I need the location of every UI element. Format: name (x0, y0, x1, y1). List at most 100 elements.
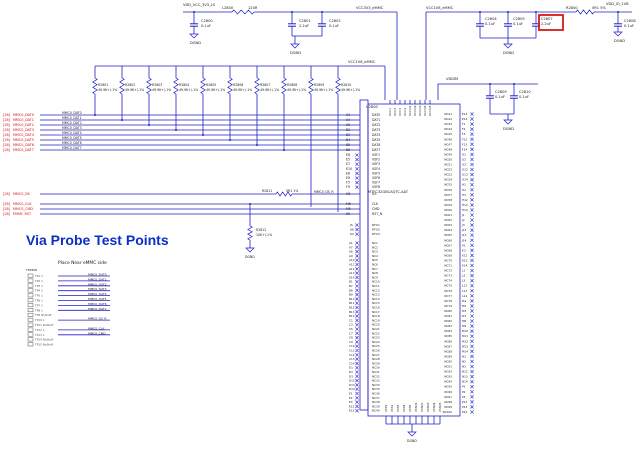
pin-number: H1 (462, 183, 466, 187)
pin-signal: NC11 (372, 284, 380, 288)
no-connect-mark (355, 361, 359, 366)
r2811-ref: R2811 (262, 189, 272, 193)
ic-top-pin: VCC3 (398, 108, 402, 116)
c2807-value: 2.2uF (541, 22, 551, 26)
pin-number: B3 (346, 133, 350, 137)
pin-number: M14 (462, 349, 468, 353)
pin-number: E7 (346, 162, 350, 166)
pin-number: F5 (346, 181, 350, 185)
pin-number: F13 (462, 142, 467, 146)
test-point-pad (27, 317, 34, 322)
pin-signal: NC33 (372, 379, 380, 383)
pin-signal: NC70 (444, 258, 452, 262)
pin-signal: NC97 (444, 395, 452, 399)
pin-number: J2 (461, 218, 465, 222)
c2802-value: 0.1uF (329, 24, 339, 28)
ic-top-pin: VCCQ5 (428, 105, 432, 116)
test-point-label: TP13 1 (34, 333, 45, 337)
pin-signal: NC7 (372, 267, 378, 271)
pin-signal: NC19 (372, 318, 380, 322)
junction-dot (617, 11, 619, 13)
no-connect-mark (470, 263, 474, 268)
no-connect-mark (470, 132, 474, 137)
pin-number: C12 (349, 353, 355, 357)
net-vcc-right: VCC1V8_eMMC (426, 6, 454, 10)
pin-number: A9 (349, 254, 353, 258)
no-connect-mark (470, 304, 474, 308)
test-point-pad (27, 303, 34, 308)
via-probe-heading: Via Probe Test Points (26, 232, 169, 248)
junction-dot (283, 149, 285, 151)
pin-signal: NC91 (444, 365, 452, 369)
pin-number: N2 (462, 359, 466, 363)
no-connect-mark (355, 227, 359, 232)
pin-signal: NC43 (444, 122, 452, 126)
pin-number: L12 (462, 284, 467, 288)
pin-signal: NC27 (372, 353, 380, 357)
pin-number: C8 (349, 336, 353, 340)
no-connect-mark (470, 299, 474, 303)
pin-number: J13 (461, 233, 467, 237)
test-point-pad (27, 327, 34, 332)
test-point-label: TP10 1 (34, 318, 45, 322)
pin-number: K12 (462, 253, 468, 257)
pin-number: J5 (349, 223, 353, 227)
c2804-ref: C2804 (485, 17, 497, 21)
net-name: MMC0_DAT7 (62, 146, 82, 150)
no-connect-mark (470, 238, 474, 243)
no-connect-mark (355, 314, 359, 318)
net-vdd-vcc-left: VDD_VCC_3V3_LS (183, 3, 216, 7)
pin-signal: NC44 (444, 127, 452, 131)
ground-symbol (290, 43, 300, 49)
pin-signal: NC98 (444, 400, 452, 404)
junction-dot (507, 11, 509, 13)
pin-number: M2 (462, 304, 466, 308)
no-connect-mark (470, 273, 474, 278)
test-point-net: MMC0_DAT4 (88, 292, 107, 296)
pin-number: C9 (349, 340, 353, 344)
c2802-ref: C2802 (329, 19, 341, 23)
pin-number: A13 (349, 271, 355, 275)
pin-number: C14 (349, 361, 355, 365)
pin-number: B12 (349, 306, 355, 310)
no-connect-mark (355, 297, 359, 301)
l2800-value: 120R (248, 6, 258, 10)
pin-number: C13 (349, 357, 355, 361)
pin-number: B11 (349, 301, 355, 305)
c2801-ref: C2801 (299, 19, 311, 23)
test-point-pad (27, 308, 34, 312)
pin-signal: NC20 (372, 323, 380, 327)
no-connect-mark (355, 387, 359, 392)
pin-number: C7 (349, 331, 353, 335)
no-connect-mark (355, 318, 359, 323)
pullup-resistor-10 (335, 77, 341, 95)
pin-signal: NC15 (372, 301, 380, 305)
no-connect-mark (470, 248, 474, 253)
resistor-ref: R2808 (287, 83, 297, 87)
test-point-net: MMC0_DS_R (88, 317, 106, 321)
no-connect-mark (355, 340, 359, 344)
pin-signal: NC8 (372, 271, 378, 275)
pin-number: H5 (346, 192, 350, 196)
ic-bottom-pin: VSS5 (408, 405, 412, 412)
pin-number: P3 (462, 395, 466, 399)
pin-number: F2 (462, 127, 466, 131)
net-vccq: VCC3V3_eMMC (356, 6, 384, 10)
pin-signal: NC93 (444, 375, 452, 379)
junction-dot (202, 134, 204, 136)
net-tag: [28] (3, 123, 11, 127)
pin-signal: NC26 (372, 349, 380, 353)
c2808-ref: C2808 (624, 19, 636, 23)
test-point-label: TP1 1 (34, 274, 43, 278)
pin-number: A6 (350, 228, 354, 232)
test-point-net: MMC0_DAT3 (88, 287, 107, 291)
pin-signal: DAT1 (372, 118, 380, 122)
pin-number: E13 (349, 409, 355, 413)
dgnd-label: DGND (245, 255, 255, 259)
resistor-ref: R2801 (98, 83, 108, 87)
test-point-pad (27, 283, 34, 288)
pin-number: K1 (462, 243, 466, 247)
test-point-label: TP14 NoStuff (34, 338, 53, 342)
ic-top-pin: VCCQ1 (408, 105, 412, 116)
junction-dot (249, 203, 251, 205)
